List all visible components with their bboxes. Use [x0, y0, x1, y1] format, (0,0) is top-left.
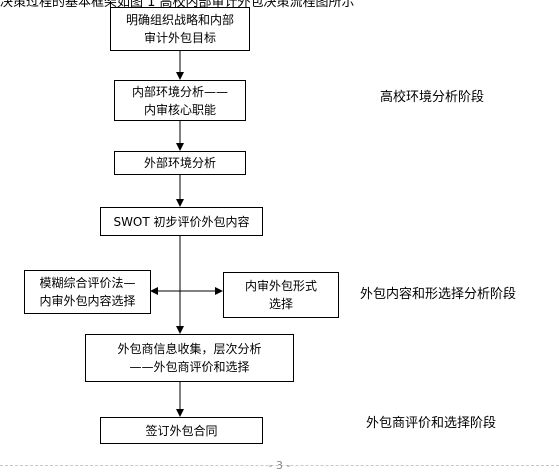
- stage-label-vendor: 外包商评价和选择阶段: [366, 416, 497, 431]
- box-line: 模糊综合评价法—: [39, 276, 136, 290]
- box-organization-goals: 明确组织战略和内部 审计外包目标: [110, 7, 250, 51]
- box-sign-contract: 签订外包合同: [100, 417, 263, 444]
- header-fragment: 决策过程的基本框架如图 1 高校内部审计外包决策流程图所示: [0, 0, 355, 10]
- box-line: 内部环境分析——: [131, 84, 228, 99]
- box-line: 明确组织战略和内部: [125, 13, 234, 27]
- box-external-environment: 外部环境分析: [114, 151, 246, 175]
- box-vendor-selection: 外包商信息收集，层次分析 ——外包商评价和选择: [85, 334, 294, 382]
- box-swot: SWOT 初步评价外包内容: [100, 207, 263, 236]
- stage-label-environment: 高校环境分析阶段: [380, 90, 485, 105]
- box-outsourcing-form: 内审外包形式 选择: [223, 272, 339, 318]
- box-line: 选择: [268, 297, 293, 311]
- box-line: 内审外包内容选择: [39, 294, 136, 308]
- footer-divider: [0, 465, 559, 466]
- box-line: 内审外包形式: [244, 279, 317, 293]
- box-fuzzy-evaluation: 模糊综合评价法— 内审外包内容选择: [24, 270, 151, 314]
- page-number: - 3 -: [268, 459, 291, 472]
- box-internal-environment: 内部环境分析—— 内审核心职能: [114, 80, 246, 121]
- box-line: 外包商信息收集，层次分析: [117, 342, 262, 356]
- box-line: 签订外包合同: [145, 423, 218, 438]
- box-line: 内审核心职能: [143, 102, 216, 117]
- box-line: 审计外包目标: [143, 31, 216, 45]
- box-line: SWOT 初步评价外包内容: [113, 214, 250, 229]
- box-line: ——外包商评价和选择: [129, 360, 250, 374]
- box-line: 外部环境分析: [143, 156, 216, 170]
- stage-label-content-form: 外包内容和形选择分析阶段: [360, 287, 517, 302]
